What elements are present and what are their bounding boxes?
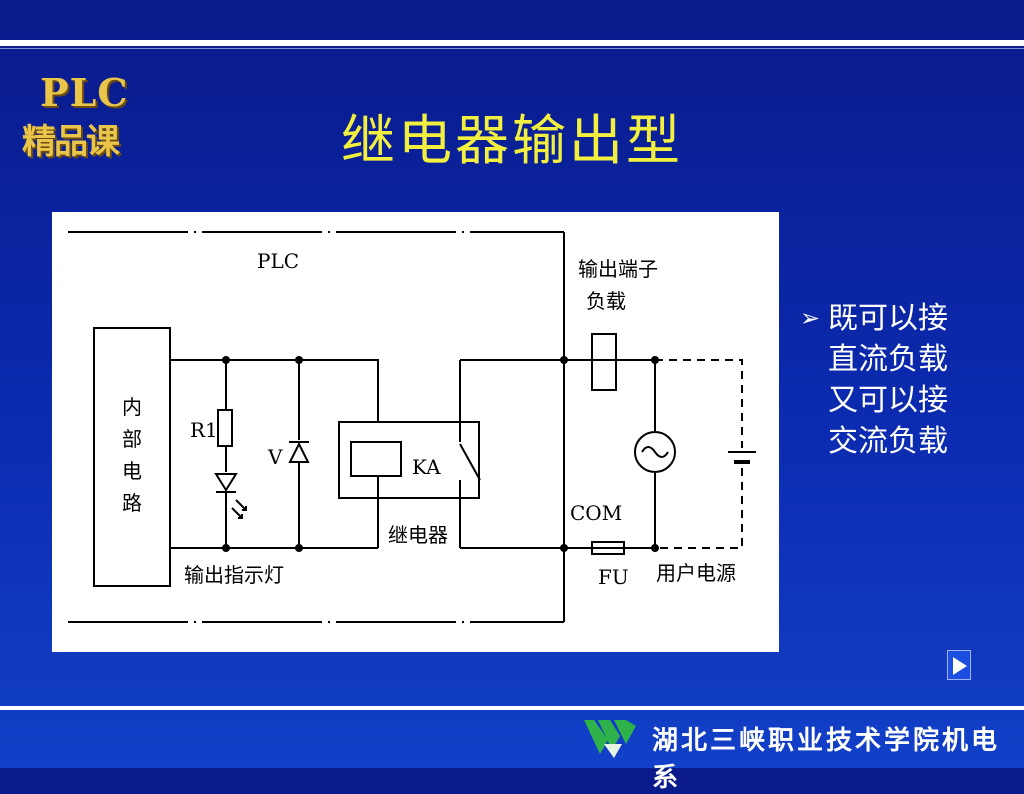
bottom-rule bbox=[0, 706, 1024, 710]
r1-label: R1 bbox=[190, 418, 218, 442]
bullet-line-1: 既可以接 bbox=[828, 301, 948, 336]
internal-circuit-char-4: 路 bbox=[122, 491, 142, 515]
bullet-line-4: 交流负载 bbox=[828, 424, 948, 459]
college-name: 湖北三峡职业技术学院机电系 bbox=[652, 726, 1001, 793]
page-title: 继电器输出型 bbox=[341, 109, 683, 172]
plc-course-logo: PLC 精品课 bbox=[22, 70, 142, 165]
circuit-svg: PLC 内 部 电 路 R1 V KA 继电器 输出指示灯 输出端子 负载 CO… bbox=[68, 231, 756, 623]
ka-label: KA bbox=[412, 455, 441, 479]
top-rule bbox=[0, 40, 1024, 49]
bullet-line-2: 直流负载 bbox=[828, 342, 948, 377]
relay-label: 继电器 bbox=[388, 523, 448, 547]
bullet-arrow-icon: ➢ bbox=[800, 304, 821, 332]
next-slide-button[interactable] bbox=[947, 650, 971, 680]
college-logo-icon bbox=[584, 720, 636, 758]
internal-circuit-char-1: 内 bbox=[122, 395, 142, 419]
bullet-list: ➢ 既可以接 直流负载 又可以接 交流负载 bbox=[800, 298, 1000, 462]
bullet-line-3: 又可以接 bbox=[828, 383, 948, 418]
plc-label: PLC bbox=[257, 249, 299, 273]
internal-circuit-char-2: 部 bbox=[122, 427, 142, 451]
user-power-label: 用户电源 bbox=[656, 561, 736, 585]
v-label: V bbox=[267, 445, 283, 469]
load-label: 负载 bbox=[586, 289, 626, 313]
fu-label: FU bbox=[598, 565, 629, 589]
output-indicator-label: 输出指示灯 bbox=[184, 563, 284, 587]
logo-plc-text: PLC bbox=[40, 70, 129, 115]
relay-output-diagram: PLC 内 部 电 路 R1 V KA 继电器 输出指示灯 输出端子 负载 CO… bbox=[52, 212, 779, 652]
internal-circuit-char-3: 电 bbox=[122, 459, 142, 483]
logo-course-text: 精品课 bbox=[22, 122, 120, 162]
com-label: COM bbox=[570, 501, 622, 525]
output-terminal-label: 输出端子 bbox=[578, 257, 658, 281]
play-arrow-icon bbox=[953, 657, 967, 675]
